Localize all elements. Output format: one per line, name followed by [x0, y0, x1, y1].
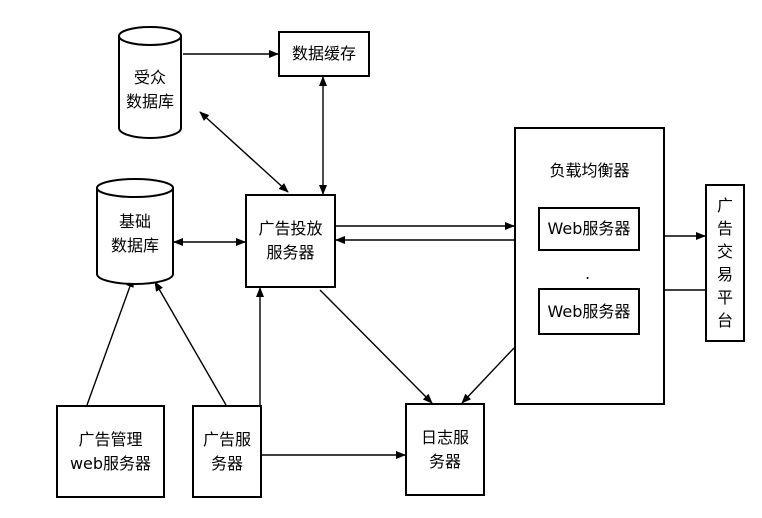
ad-exchange-char-6: 台	[716, 311, 733, 330]
database-cylinder-icon	[96, 178, 174, 285]
load-balancer-node: 负载均衡器	[514, 127, 665, 405]
base-database: 基础 数据库	[96, 178, 174, 286]
web-server-1-label: Web服务器	[547, 219, 631, 238]
data-cache-label: 数据缓存	[291, 44, 356, 63]
ad-exchange-char-3: 交	[716, 242, 733, 261]
base-db-label-line1: 基础	[118, 212, 151, 231]
data-cache-node: 数据缓存	[278, 31, 370, 77]
audience-database: 受众 数据库	[118, 26, 182, 140]
log-server-label-line2: 务器	[428, 451, 461, 471]
ad-delivery-label-line2: 服务器	[266, 243, 315, 262]
ad-exchange-char-4: 易	[716, 265, 733, 284]
web-server-node-1: Web服务器	[538, 207, 640, 251]
ad-delivery-label-line1: 广告投放	[258, 219, 323, 238]
web-server-ellipsis: .	[585, 264, 591, 283]
web-server-node-2: Web服务器	[538, 288, 640, 335]
edge-audience-db-ad-delivery	[199, 111, 289, 193]
base-db-label-line2: 数据库	[110, 236, 159, 255]
ad-exchange-char-1: 广	[716, 196, 733, 215]
audience-db-label-line2: 数据库	[125, 92, 174, 111]
ad-server-label-line2: 务器	[210, 453, 243, 473]
log-server-label-line1: 日志服	[420, 427, 469, 447]
ad-server-node: 广告服 务器	[192, 405, 262, 498]
ad-exchange-char-5: 平	[716, 288, 733, 307]
web-server-2-label: Web服务器	[547, 301, 631, 321]
ad-server-label-line1: 广告服	[202, 429, 251, 449]
edge-ad-server-to-base-db	[154, 281, 227, 406]
ad-exchange-char-2: 告	[716, 219, 733, 238]
ad-delivery-server-node: 广告投放 服务器	[245, 194, 336, 288]
load-balancer-title: 负载均衡器	[549, 161, 630, 180]
database-cylinder-icon	[118, 26, 182, 139]
audience-db-label-line1: 受众	[133, 68, 166, 87]
log-server-node: 日志服 务器	[405, 403, 485, 496]
edge-ad-delivery-to-log-server	[319, 289, 433, 404]
edge-ad-mgmt-to-base-db	[86, 277, 134, 406]
ad-management-web-server-node: 广告管理 web服务器	[56, 405, 165, 498]
ad-mgmt-label-line2: web服务器	[69, 453, 152, 473]
ad-exchange-platform-node: 广 告 交 易 平 台	[705, 184, 745, 342]
edge-load-balancer-to-log-server	[461, 347, 515, 404]
ad-mgmt-label-line1: 广告管理	[78, 429, 143, 449]
